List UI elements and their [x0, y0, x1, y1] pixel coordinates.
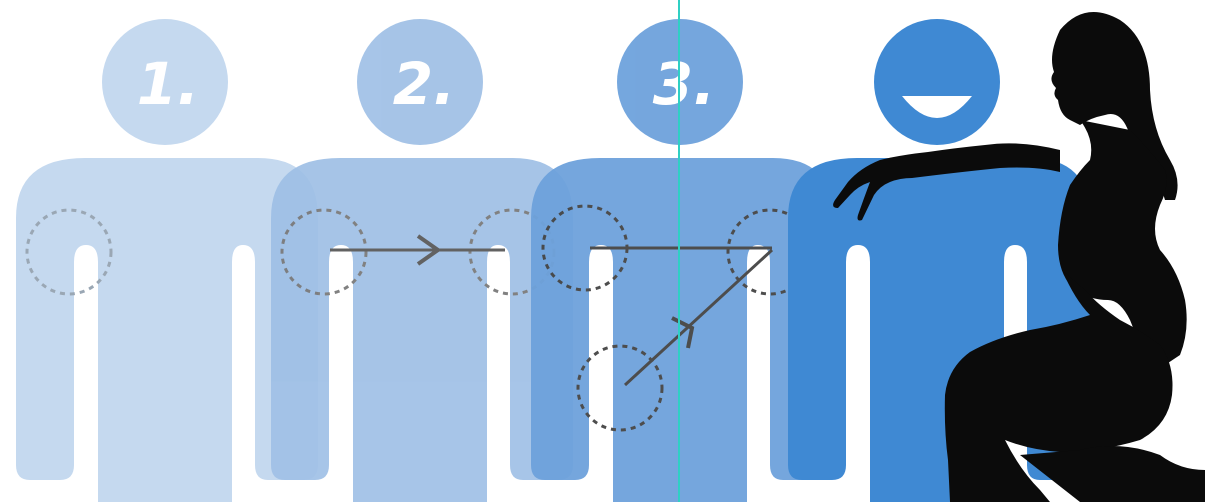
head-step-4	[874, 19, 1000, 145]
step-number-2: 2.	[393, 50, 455, 118]
figure-step-2: 2.	[271, 19, 573, 502]
step-number-3: 3.	[653, 50, 715, 118]
torso-step-3	[531, 158, 833, 502]
step-number-1: 1.	[137, 50, 199, 118]
figure-step-3: 3.	[531, 19, 833, 502]
